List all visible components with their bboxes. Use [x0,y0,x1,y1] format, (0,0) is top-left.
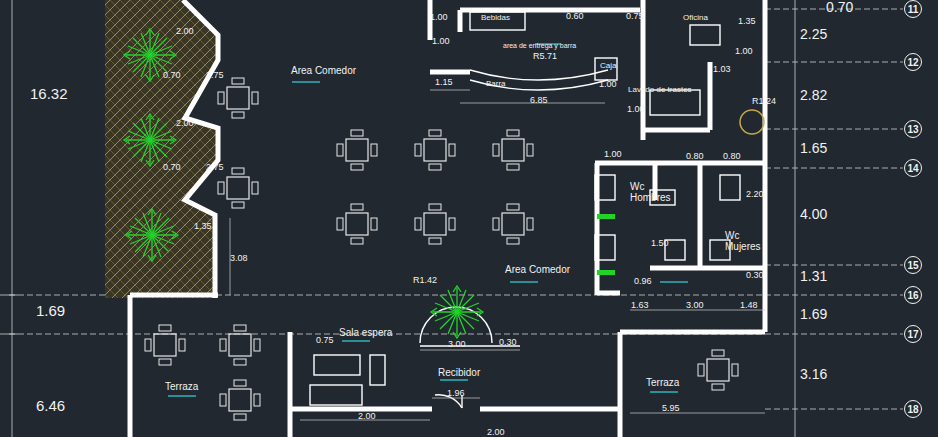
plan-label: 1.00 [627,105,645,115]
plan-label: Wc Mujeres [725,230,771,252]
plan-label: Bebidas [481,14,510,23]
grid-axis-bubble: 18 [904,400,922,418]
plan-label: 0.30 [499,338,517,348]
plan-label: 2.82 [800,88,827,103]
plan-label: 0.96 [634,277,652,287]
plan-label: R1.24 [752,97,776,107]
plan-label: 3.16 [800,367,827,382]
plan-label: Caja [600,62,616,71]
plan-label: 5.95 [662,404,680,414]
plan-label: 3.00 [686,301,704,311]
plan-label: 1.15 [435,78,453,88]
axis-number: 13 [907,124,918,135]
plan-label: 2.00 [176,119,194,129]
grid-axis-bubble: 15 [904,256,922,274]
plan-label: 1.96 [447,389,465,399]
plan-label: 1.69 [800,307,827,322]
plan-label: 2.25 [800,27,827,42]
grid-axis-bubble: 13 [904,120,922,138]
plan-label: 3.08 [230,254,248,264]
grid-axis-bubble: 14 [904,159,922,177]
axis-number: 16 [907,290,918,301]
plan-label: 1.65 [800,141,827,156]
plan-label: 2.75 [206,163,224,173]
plan-label: 1.00 [735,47,753,57]
plan-label: 2.00 [358,412,376,422]
plan-label: 0.70 [826,0,853,15]
plan-label: 1.00 [430,13,448,23]
plan-label: 2.20 [746,190,764,200]
plan-label: Oficina [683,14,708,23]
plan-label: 2.00 [176,27,194,37]
plan-label: 1.50 [651,239,669,249]
grid-axis-bubble: 16 [904,286,922,304]
plan-label: Lavado de trastes [628,86,692,95]
plan-label: R5.71 [533,52,557,62]
plan-label: Wc Hombres [630,181,676,203]
plan-label: 1.63 [631,301,649,311]
plan-label: Recibidor [438,367,480,378]
plan-label: Terraza [646,377,679,388]
plan-label: 0.75 [316,336,334,346]
axis-number: 11 [908,4,919,15]
plan-label: Area Comedor [291,65,356,76]
plan-label: 3.00 [448,340,466,350]
plan-label: 6.85 [530,96,548,106]
grid-axis-bubble: 11 [904,0,922,18]
plan-label: R1.42 [413,276,437,286]
grid-axis-bubble: 17 [904,325,922,343]
grid-axis-bubble: 12 [904,53,922,71]
axis-number: 14 [907,163,918,174]
plan-label: 0.75 [626,12,644,22]
plan-label: 2.75 [206,71,224,81]
plan-label: 0.70 [163,163,181,173]
plan-label: Terraza [165,381,198,392]
plan-label: 0.70 [163,71,181,81]
axis-number: 17 [907,329,918,340]
plan-label: 1.03 [713,65,731,75]
plan-label: 0.30 [746,271,764,281]
plan-label: 1.31 [800,269,827,284]
plan-label: 6.46 [36,398,65,415]
plan-label: area de entrega y barra [503,42,576,50]
plan-label: 1.48 [740,301,758,311]
plan-label: 16.32 [30,86,68,103]
plan-label: 0.80 [723,152,741,162]
plan-label: 4.00 [800,207,827,222]
plan-label: Sala espera [339,327,392,338]
plan-label: 1.35 [738,17,756,27]
axis-number: 12 [907,57,918,68]
plan-label: 1.35 [194,222,212,232]
axis-number: 15 [907,260,918,271]
plan-label: Area Comedor [505,264,570,275]
plan-label: 1.00 [432,37,450,47]
plan-label: Barra [486,80,506,89]
plan-label: 0.80 [686,152,704,162]
plan-label: 1.69 [36,303,65,320]
plan-label: 1.00 [599,80,617,90]
axis-number: 18 [907,404,918,415]
plan-label: 2.00 [487,428,505,437]
plan-label: 1.00 [604,150,622,160]
plan-label: 0.60 [566,12,584,22]
